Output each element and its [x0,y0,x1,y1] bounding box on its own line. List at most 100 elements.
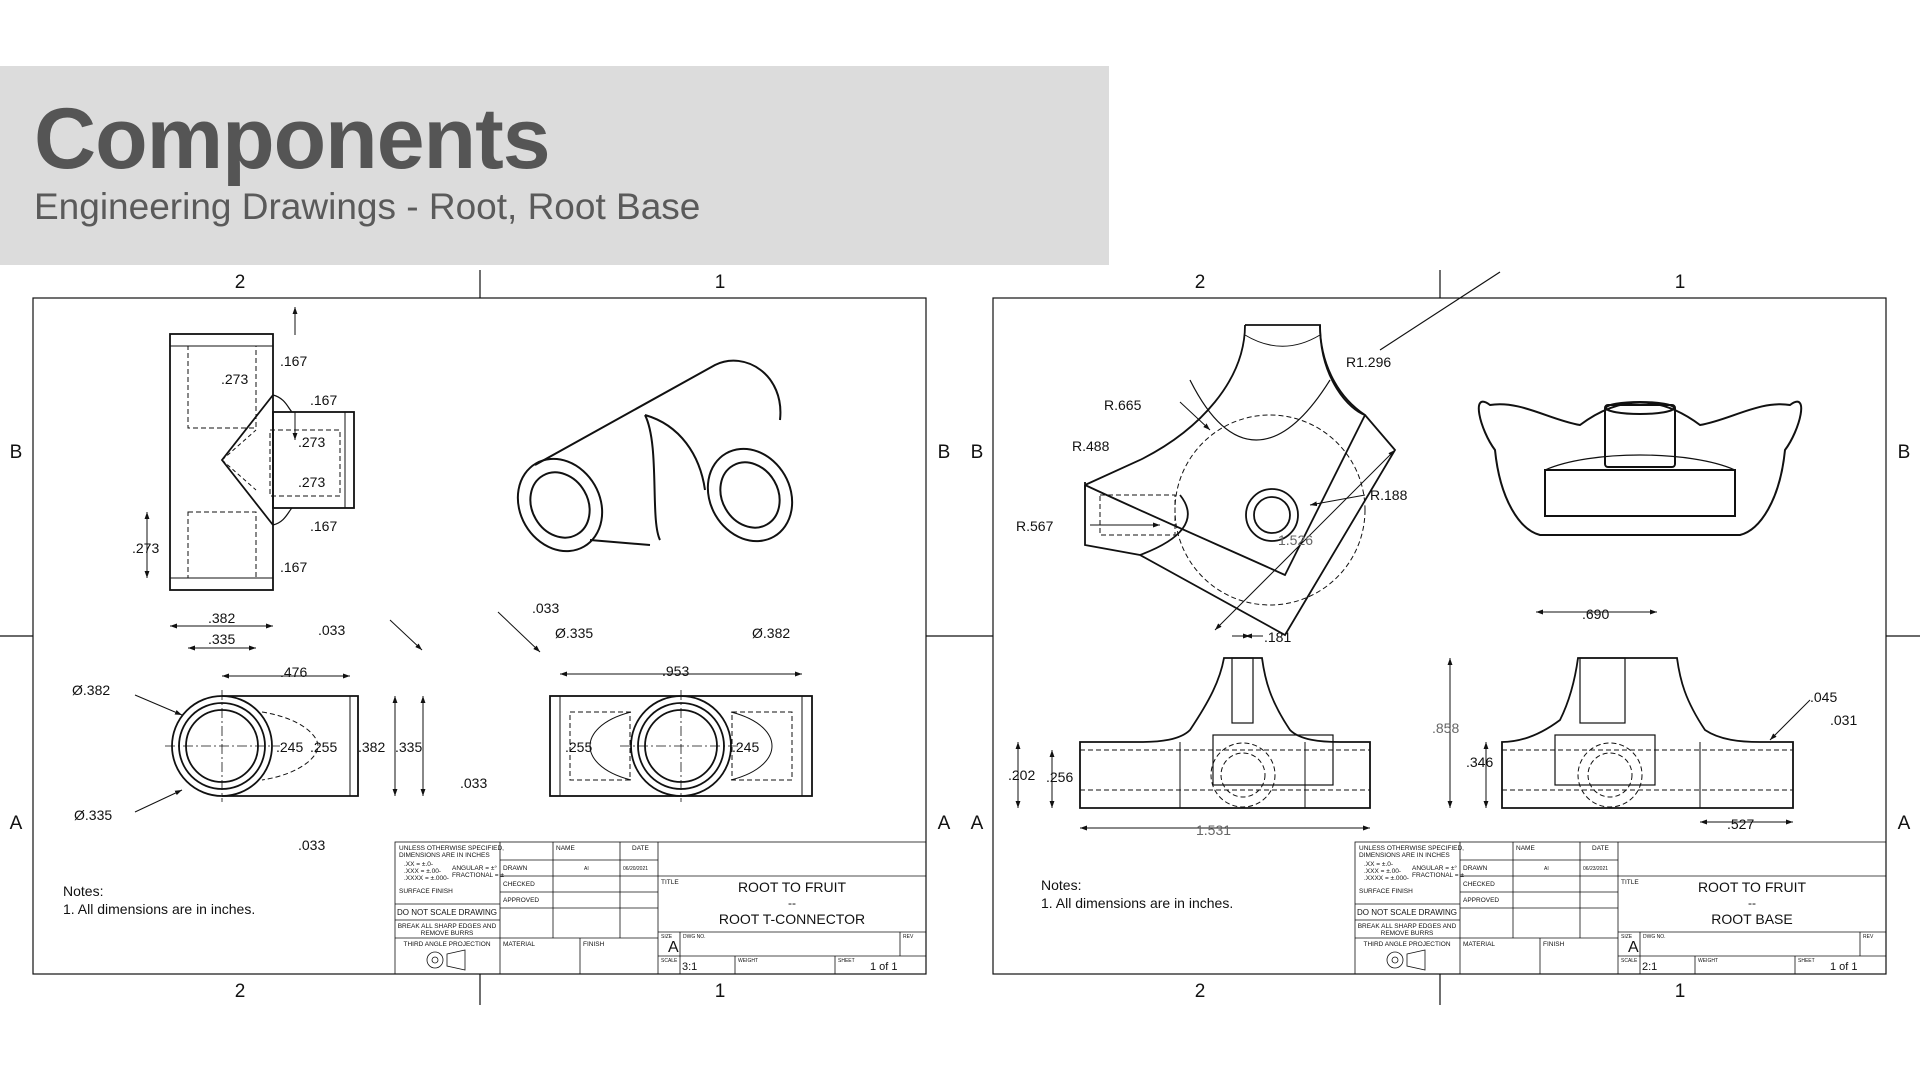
date-column-header: DATE [632,845,650,852]
dim-label: .953 [662,663,689,679]
dim-label: .273 [221,371,248,387]
notes-item: 1. All dimensions are in inches. [1041,895,1233,911]
scale-value: 3:1 [682,961,697,973]
sheet-label: SHEET [838,958,855,964]
zone-bottom-2: 2 [1195,981,1206,1002]
zone-bottom-1: 1 [715,981,726,1002]
drawn-date: 06/20/2021 [623,866,648,872]
dim-label: R.188 [1370,487,1408,503]
drawn-by: AI [584,866,589,872]
rev-label: REV [1863,934,1874,940]
checked-row-label: CHECKED [503,881,535,888]
header-banner: Components Engineering Drawings - Root, … [0,66,1109,265]
dim-label: Ø.335 [555,625,593,641]
zone-left-a: A [10,813,23,834]
sheet-2-text: 2 1 2 1 B A B A R1.296 R.665 R.488 R.188… [971,272,1911,1002]
dim-label: .167 [310,518,337,534]
scale-value: 2:1 [1642,961,1657,973]
page-title: Components [34,91,551,187]
dim-label: .382 [358,739,385,755]
tolerance-note: .XXX = ±.00- [1364,868,1401,875]
title-block [1354,841,1887,975]
dim-label: Ø.382 [752,625,790,641]
zone-bottom-2: 2 [235,981,246,1002]
sheet-root-t-connector [0,270,962,1005]
rev-label: REV [903,934,914,940]
dim-label: .033 [298,837,325,853]
tolerance-note: .XXXX = ±.000- [404,875,449,882]
dim-label: .476 [280,664,307,680]
zone-top-2: 2 [1195,272,1206,293]
tolerance-note: FRACTIONAL = ± [452,872,504,879]
dim-label: .273 [132,540,159,556]
dim-label: .346 [1466,754,1493,770]
dim-label: .273 [298,474,325,490]
size-label: SIZE [661,934,673,940]
dwg-no-label: DWG NO. [1643,934,1666,940]
dim-label: .245 [732,739,759,755]
tolerance-note: .XX = ±.0- [1364,861,1393,868]
dim-label: .255 [310,739,337,755]
dim-label: .255 [565,739,592,755]
scale-label: SCALE [661,958,678,964]
break-edges-label: BREAK ALL SHARP EDGES AND [398,923,497,930]
sheet-label: SHEET [1798,958,1815,964]
front-view [169,333,355,591]
dim-label: .167 [280,353,307,369]
zone-right-a: A [938,813,951,834]
tolerance-note: ANGULAR = ±° [452,864,497,872]
dim-label: .181 [1264,629,1291,645]
projection-label: THIRD ANGLE PROJECTION [1363,941,1450,948]
zone-left-a: A [971,813,984,834]
dim-label: .256 [1046,769,1073,785]
dwg-no-label: DWG NO. [683,934,706,940]
notes-item: 1. All dimensions are in inches. [63,901,255,917]
size-label: SIZE [1621,934,1633,940]
isometric-base [1477,401,1803,536]
drawing-title-line-3: ROOT BASE [1711,911,1792,927]
sheet-root-base [962,270,1920,1005]
dim-label: .033 [532,600,559,616]
do-not-scale-label: DO NOT SCALE DRAWING [1357,908,1457,917]
size-value: A [1628,939,1639,956]
dim-label: .273 [298,434,325,450]
size-value: A [668,939,679,956]
finish-label: FINISH [1543,941,1565,948]
zone-right-a: A [1898,813,1911,834]
title-block-text: UNLESS OTHERWISE SPECIFIED, DIMENSIONS A… [1357,845,1874,964]
dim-label: .245 [276,739,303,755]
dim-label: .167 [310,392,337,408]
tolerance-note: ANGULAR = ±° [1412,864,1457,872]
dim-label: .382 [208,610,235,626]
dimension-lines [134,307,802,813]
dim-label: R.567 [1016,518,1054,534]
tolerance-note: FRACTIONAL = ± [1412,872,1464,879]
drawing-title-line-1: ROOT TO FRUIT [738,879,847,895]
sheet-value: 1 of 1 [870,961,898,973]
break-edges-label: REMOVE BURRS [421,930,474,937]
dim-label: .690 [1582,606,1609,622]
name-column-header: NAME [556,845,575,852]
projection-label: THIRD ANGLE PROJECTION [403,941,490,948]
checked-row-label: CHECKED [1463,881,1495,888]
page-subtitle: Engineering Drawings - Root, Root Base [34,186,701,227]
break-edges-label: BREAK ALL SHARP EDGES AND [1358,923,1457,930]
sheet-1-text: 2 1 2 1 B A B A .273 .167 .167 .273 .273… [10,272,951,1002]
end-view [165,690,359,802]
top-view [549,690,813,802]
dim-label: .031 [1830,712,1857,728]
dim-label: Ø.382 [72,682,110,698]
name-column-header: NAME [1516,845,1535,852]
dim-label: .167 [280,559,307,575]
zone-top-1: 1 [1675,272,1686,293]
zone-top-2: 2 [235,272,246,293]
zone-top-1: 1 [715,272,726,293]
scale-label: SCALE [1621,958,1638,964]
tolerance-note: .XXX = ±.00- [404,868,441,875]
tolerance-note: UNLESS OTHERWISE SPECIFIED, [1359,845,1464,852]
tolerance-note: .XXXX = ±.000- [1364,875,1409,882]
title-block [394,841,927,975]
drawn-by: AI [1544,866,1549,872]
tolerance-note: DIMENSIONS ARE IN INCHES [1359,852,1450,859]
